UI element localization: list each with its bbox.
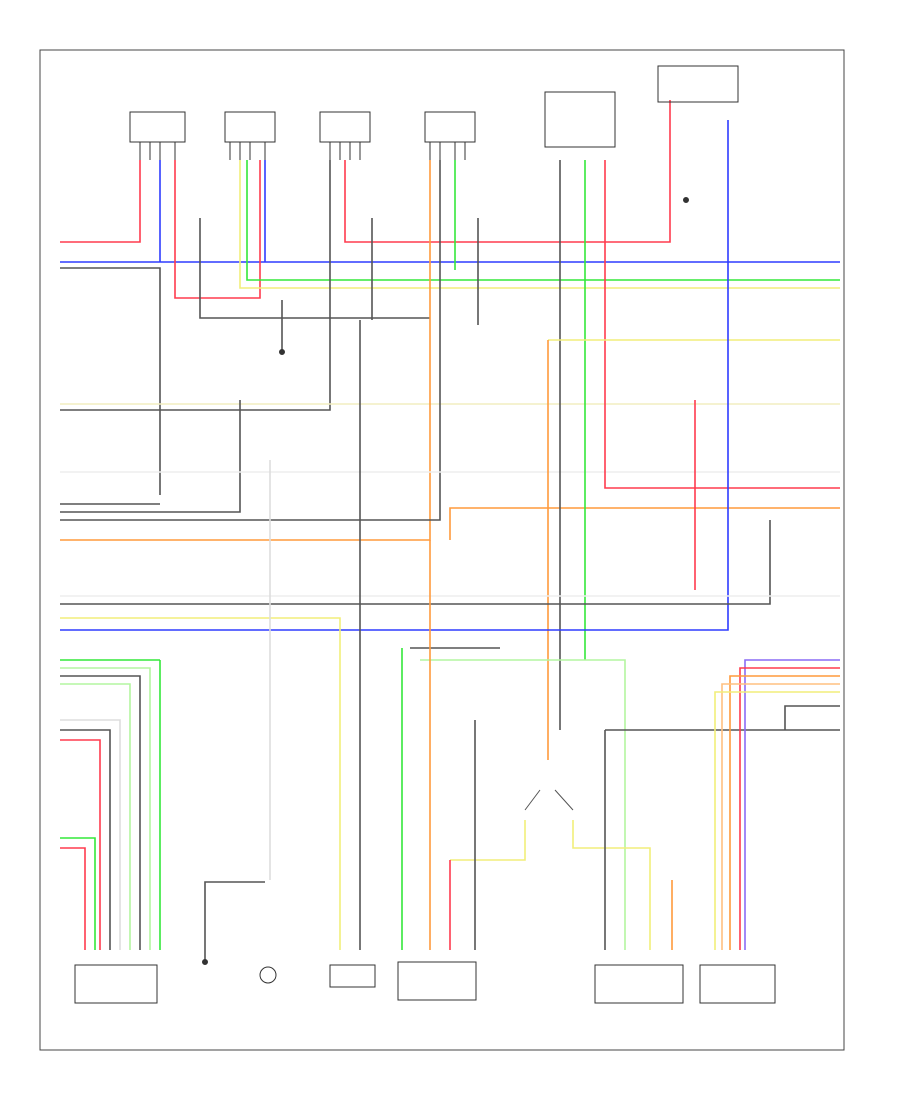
wire-orange-1 — [60, 160, 431, 541]
wire-gray-12 — [60, 729, 111, 950]
fl-speed-sensor-box — [424, 111, 476, 143]
wire-red-2 — [174, 160, 261, 299]
hydraulic-unit-box — [544, 91, 616, 148]
wire-gray-10 — [60, 520, 771, 605]
wire-red-3 — [344, 100, 671, 243]
wire-gray-13 — [204, 881, 265, 960]
control-module-1-box — [74, 964, 158, 1004]
steering-sensor-box — [594, 964, 684, 1004]
wire-gray-19 — [784, 705, 840, 730]
rl-speed-sensor-box — [224, 111, 276, 143]
wire-yellow-3 — [60, 617, 341, 950]
data-link-box — [699, 964, 776, 1004]
wire-yellow-6 — [714, 691, 840, 950]
wire-gray-7 — [60, 400, 241, 513]
wire-orange-2 — [449, 507, 840, 540]
diagram-frame — [39, 49, 845, 1051]
top-pin-ticks — [139, 142, 466, 160]
ground-symbols — [202, 197, 689, 965]
wire-lightgreen-1 — [60, 667, 151, 950]
ground-icon — [279, 349, 285, 355]
wire-group — [60, 100, 840, 960]
bottom-components — [74, 961, 776, 1004]
wire-red-module — [604, 160, 840, 489]
wire-gray-3 — [60, 160, 331, 411]
wire-red-6 — [60, 847, 86, 950]
pressure-sensor-box — [329, 964, 376, 988]
wire-yellow-4 — [450, 820, 526, 861]
wire-gray-11 — [60, 675, 141, 950]
wire-green-bus — [246, 160, 840, 281]
wire-gray-9 — [60, 490, 441, 521]
wire-green-4 — [60, 837, 96, 950]
wire-yellow-bus — [239, 160, 840, 289]
brake-switch-symbol — [259, 966, 277, 984]
ground-icon — [683, 197, 689, 203]
wire-gray-1 — [60, 267, 161, 495]
wire-red-5 — [60, 739, 101, 950]
wire-orange-5 — [729, 675, 840, 950]
connector-split-symbol — [524, 789, 574, 811]
top-components — [129, 65, 739, 160]
wire-lightgreen-2 — [60, 683, 131, 950]
relay-box-box — [657, 65, 739, 103]
control-unit-center-box — [397, 961, 477, 1001]
wire-lightgreen-3 — [420, 659, 626, 950]
wire-gray-2 — [199, 218, 430, 319]
wire-white-3 — [60, 719, 121, 950]
wire-red-8 — [739, 667, 840, 950]
wire-green-3 — [60, 659, 161, 950]
wire-purple-1 — [744, 659, 840, 950]
fr-speed-sensor-box — [319, 111, 371, 143]
wire-blue-lower — [60, 120, 729, 631]
wire-red-1 — [60, 160, 141, 243]
ground-icon — [202, 959, 208, 965]
rr-speed-sensor-box — [129, 111, 186, 143]
wire-yellow-5 — [572, 820, 651, 950]
wire-orange-6 — [721, 683, 840, 950]
